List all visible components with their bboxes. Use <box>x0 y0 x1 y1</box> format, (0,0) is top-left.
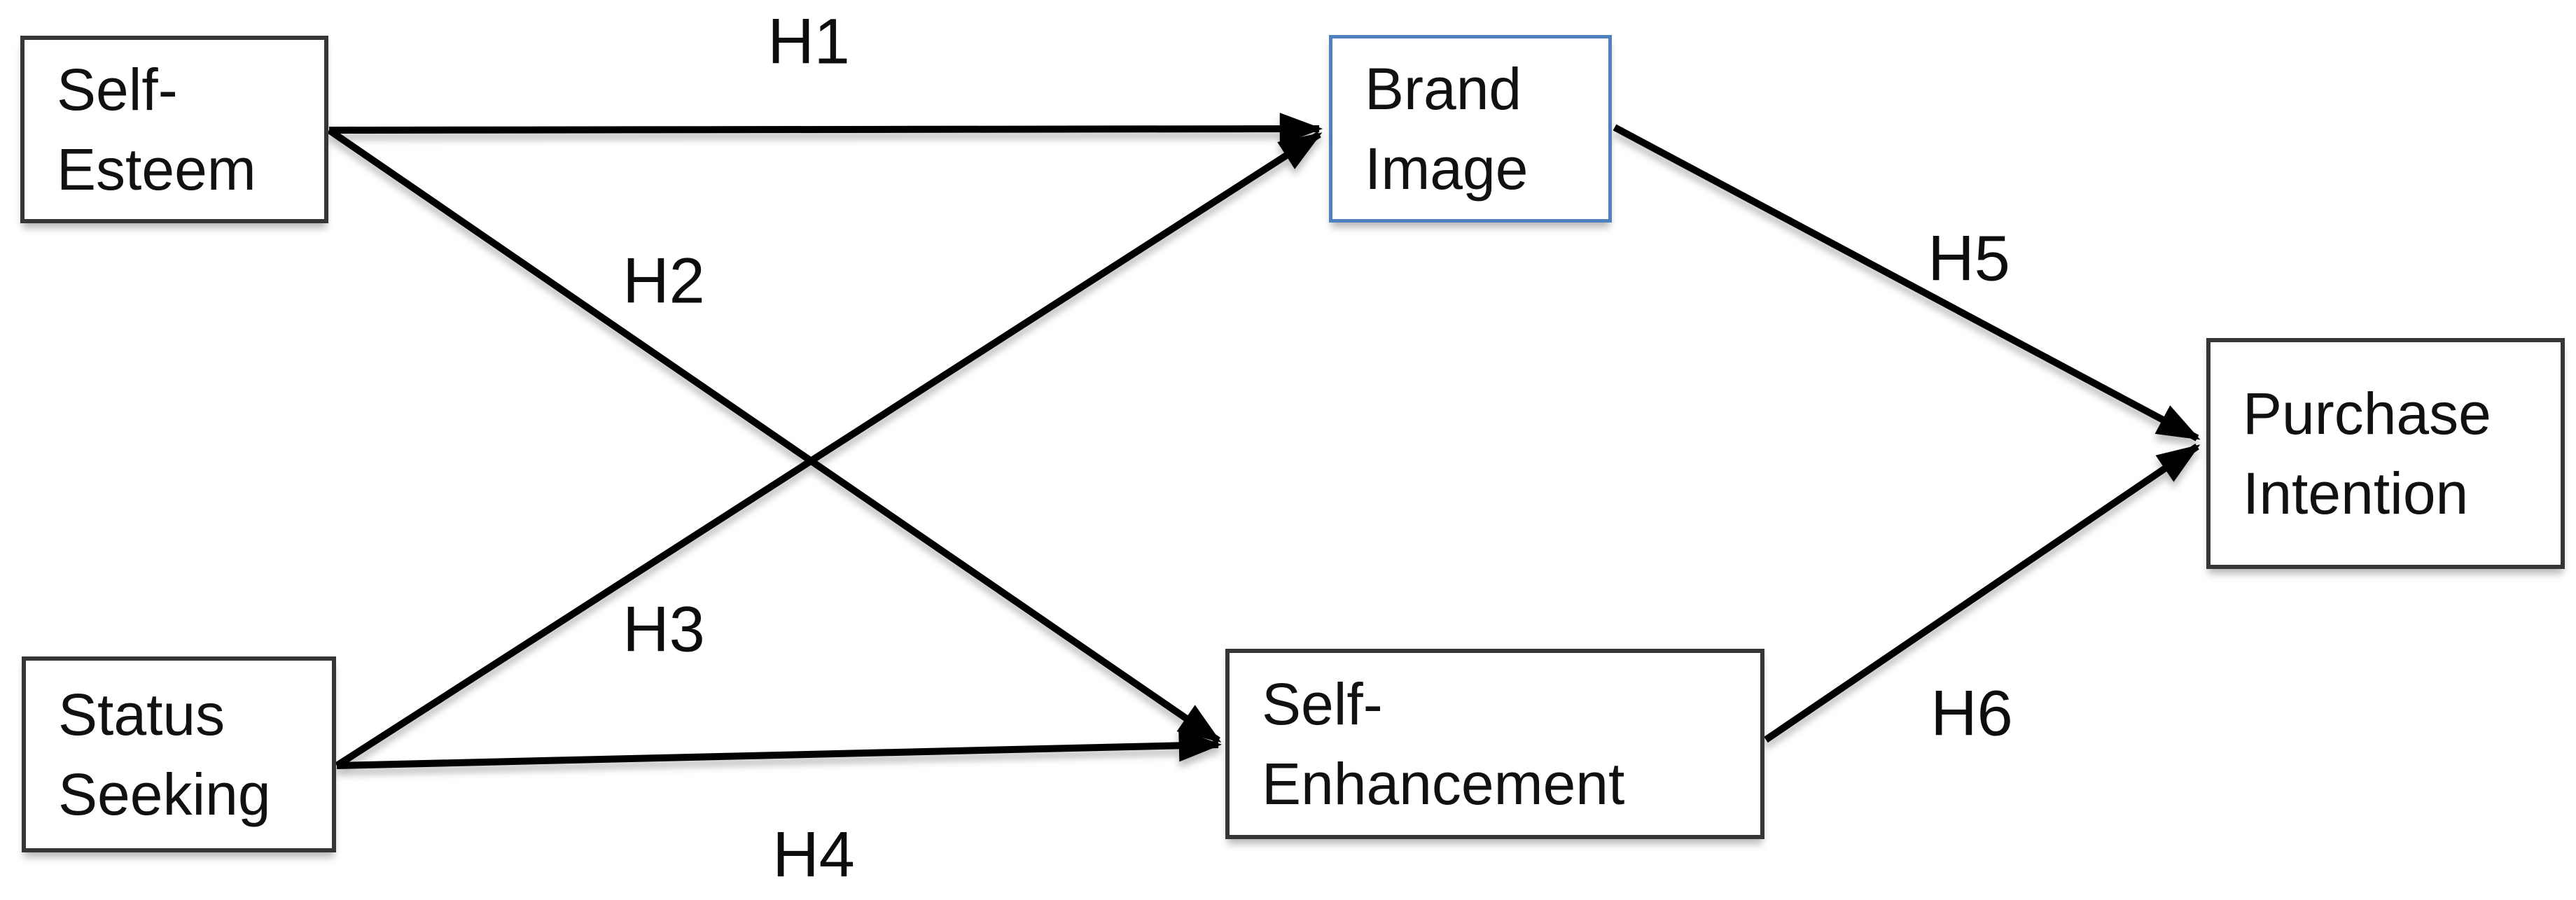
arrow-h4 <box>336 729 1223 769</box>
node-self-enhancement-line2: Enhancement <box>1262 751 1625 817</box>
node-self-esteem-line1: Self- <box>57 57 178 122</box>
node-brand-image-line2: Image <box>1365 136 1529 202</box>
hypothesis-label-h6: H6 <box>1930 677 2013 750</box>
node-self-esteem-line2: Esteem <box>57 136 256 202</box>
hypothesis-label-h5: H5 <box>1928 223 2010 295</box>
node-status-seeking: Status Seeking <box>22 656 336 852</box>
node-purchase-intention-line1: Purchase <box>2243 381 2491 447</box>
node-self-esteem: Self- Esteem <box>20 36 328 223</box>
node-self-enhancement-line1: Self- <box>1262 671 1383 737</box>
node-self-enhancement: Self- Enhancement <box>1225 649 1764 839</box>
arrow-h3 <box>335 131 1323 769</box>
hypothesis-label-h2: H2 <box>622 245 705 317</box>
hypothesis-label-h1: H1 <box>767 6 850 78</box>
arrow-h5 <box>1613 124 2201 442</box>
hypothesis-label-h3: H3 <box>622 593 705 666</box>
node-status-seeking-line2: Seeking <box>58 761 271 827</box>
node-purchase-intention-line2: Intention <box>2243 460 2469 526</box>
hypothesis-label-h4: H4 <box>772 819 855 891</box>
arrow-h1 <box>328 113 1323 146</box>
arrow-h2 <box>327 127 1222 744</box>
node-brand-image: Brand Image <box>1329 35 1612 223</box>
node-status-seeking-line1: Status <box>58 682 225 747</box>
node-brand-image-line1: Brand <box>1365 56 1522 122</box>
node-purchase-intention: Purchase Intention <box>2206 338 2565 569</box>
arrow-h6 <box>1764 443 2201 743</box>
